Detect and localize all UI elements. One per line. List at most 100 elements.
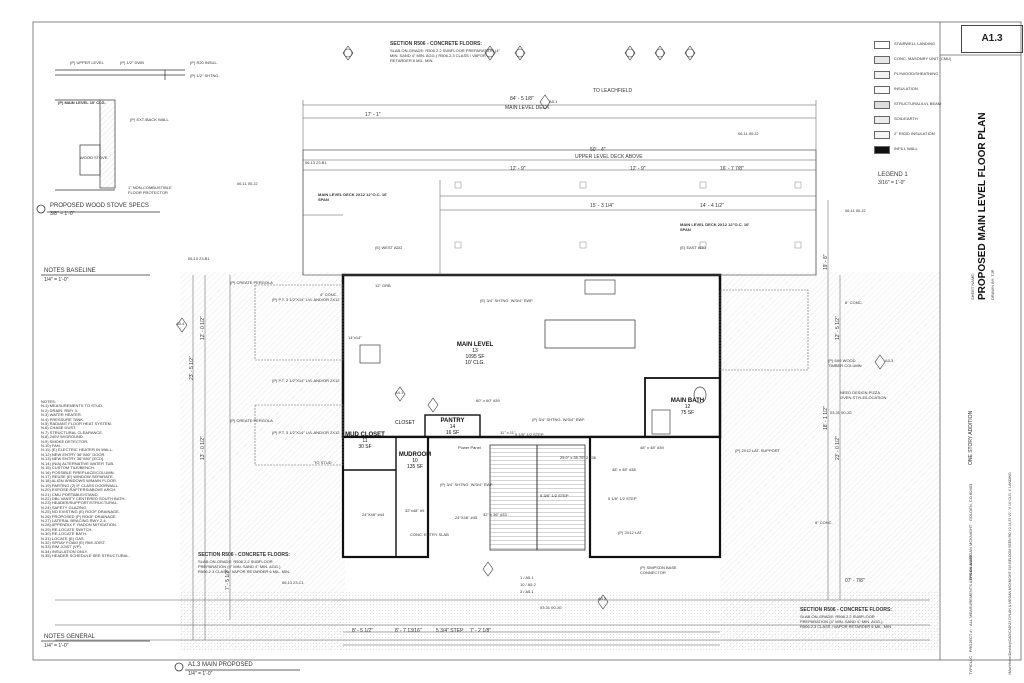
dimension-lines <box>55 100 930 646</box>
pergola-north <box>254 284 344 361</box>
elev-g: 06.13 23.B1 <box>188 256 210 261</box>
dim-top-e: 16' - 7 7/8" <box>720 166 744 172</box>
note-item: N.34) INSULATION ONLY. <box>41 548 88 554</box>
label-to-leachfield: TO LEACHFIELD <box>593 88 633 94</box>
win-e: 25.0" x 35.75" 2 #36 <box>560 455 596 460</box>
dim-top-c: 15' - 3 1/4" <box>590 203 614 209</box>
label-upper-deck: UPPER LEVEL DECK ABOVE <box>575 154 643 160</box>
stove-label-wood: WOOD STOVE <box>80 155 108 160</box>
note-item: N.28) APPENDIX F. RADON MITIGATION. <box>41 522 117 528</box>
stove-scale: 3/8" = 1'-0" <box>50 211 75 217</box>
dim-right-d: 07' - 7/8" <box>845 578 865 584</box>
label-section-ref-a: 10 / A5.2 <box>520 582 536 587</box>
label-deck-span-right: MAIN LEVEL DECK 2X12 12"O.C. 16' SPAN <box>680 222 750 232</box>
kitchen-island <box>544 319 636 349</box>
general-scale: 1/4" = 1'-0" <box>44 643 69 649</box>
elev-f: 06.13 23.C1 <box>282 580 304 585</box>
wood-stove-plan <box>359 344 381 364</box>
label-shtng-1: (E) 3/4" SHTNG. W/3/4" EWF. <box>480 298 534 303</box>
ref-a34: A3.4 <box>176 321 185 326</box>
main-plan-title: A1.3 MAIN PROPOSED <box>188 662 253 668</box>
dim-bottom-c: 8' - 5 1/2" <box>352 628 374 634</box>
note-item: N.26) PROPOSED (P) ROOF DRAINAGE. <box>41 513 117 519</box>
general-title: NOTES GENERAL <box>44 634 96 640</box>
note-item: N.9) SMOKE DETECTOR. <box>41 438 89 444</box>
legend-item: PLYWOOD/SHEATHING <box>874 70 938 79</box>
note-item: NOTES: <box>41 399 56 404</box>
main-plan-scale: 1/4" = 1'-0" <box>188 671 213 677</box>
note-item: N.14) (N/A) ALTERNATIVE WATER TUB. <box>41 460 115 466</box>
section-note-right-body: SLAB-ON-GRADE: R506.2.2 SUBFLOOR PREPARA… <box>800 614 893 629</box>
stove-label-ext: (P) EXT./BACK WALL <box>130 117 169 122</box>
ref-a51: A5.1 <box>549 99 558 104</box>
note-item: N.32) SPRAY FOAM (E) RIM JOIST. <box>41 540 106 545</box>
note-item: N.17) REUSE (E) WINDOW SEPARATE. <box>41 473 114 479</box>
deck-posts <box>454 181 802 249</box>
legend-item: INFILL WALL <box>874 145 938 154</box>
note-item: N.18) ALIGN WINDOWS W/MAIN FLOOR. <box>41 478 118 484</box>
win-k: 5 3/8" 1/2 STEP <box>540 493 569 498</box>
note-item: N.8) 240V W/GROUND. <box>41 434 84 440</box>
note-item: N.3) WATER HEATER. <box>41 412 82 418</box>
dim-top-d: 14' - 4 1/2" <box>700 203 724 209</box>
label-step-b: 5 1/8" 1/2 STEP <box>608 496 637 501</box>
note-item: N.2) DRAIN. RWY 3. <box>41 407 78 413</box>
note-item: N.13) NEW ENTRY 36"X80" [ECD]. <box>41 456 105 462</box>
project-type: ONE STORY ADDITION <box>968 410 974 465</box>
stove-title: PROPOSED WOOD STOVE SPECS <box>50 203 149 209</box>
room-closet: CLOSET <box>394 420 415 426</box>
legend-item: 2" RIGID INSULATION <box>874 130 938 139</box>
dim-left-a: 23' - 5 1/2" <box>189 356 195 380</box>
dim-bottom-b: 5 3/4" STEP <box>436 628 464 634</box>
label-power-panel: Power Panel <box>458 445 481 450</box>
notes-list: NOTES: N.1) MEASUREMENTS TO STUD. N.2) D… <box>41 399 130 559</box>
note-item: N.25) NO EXISTING (E) ROOF DRAINAGE. <box>41 509 120 515</box>
dim-right-c: 23' - 0 1/2" <box>835 436 841 460</box>
elev-b: 06.13 23.B1 <box>305 160 327 165</box>
note-item: N.19) PARTING (2) IF CLASS DOORWALL. <box>41 482 120 488</box>
ref-a41: A4.1 <box>395 390 404 395</box>
label-lat-2: (P) 2X12 LAT. <box>618 530 643 535</box>
label-conc-3: 8" CONC. <box>815 520 833 525</box>
legend-item: STRUCTURAL/LVL BEAM <box>874 100 941 109</box>
note-item: N.22) DBL VANITY CENTERED SOUTH BATH. <box>41 495 126 501</box>
note-item: N.16) POSSIBLE FIREPLACE/COLUMN. <box>41 469 115 475</box>
note-item: N.21) CMU PORTABLE/STAND. <box>41 491 99 497</box>
win-j: 11" x 11" <box>500 430 516 435</box>
section-note-left-body: SLAB-ON-GRADE: R506.2.2 SUBFLOOR PREPARA… <box>198 559 291 574</box>
note-item: N.7) STRUCTURAL CLEARANCE. <box>41 429 104 435</box>
note-item: N.27) LATERAL BRACING RWY 2.4. <box>41 517 107 523</box>
dim-left-c: 13' - 0 1/2" <box>200 436 206 460</box>
label-pergola-north: (P) CREATE PERGOLA <box>230 280 273 285</box>
label-lvl-beam-1: (P) P.T. 3 1/2"X14" LVL AND/OR 2X12 <box>272 297 340 302</box>
win-i: 14"x14" <box>348 335 362 340</box>
stove-label-dwb: (P) 1/2" DWB <box>120 60 144 65</box>
section-note-right-title: SECTION R506 - CONCRETE FLOORS: <box>800 607 892 613</box>
ref-a33: A3.3 <box>885 358 894 363</box>
section-markers <box>176 45 886 610</box>
drawn-by: DRAWN BY: TJP <box>990 269 995 300</box>
note-item: N.20) EXPOSE RAFTERS/ABOVE ARCH. <box>41 487 117 493</box>
note-item: N.35) HEADER SCHEDULE SEE STRUCTURAL. <box>41 553 130 559</box>
file-path: \\Mac\Home\Desktop\CAD\CAD\23 DYLAN & ME… <box>1008 472 1012 675</box>
win-d: 48" x 48" #38 <box>612 467 636 472</box>
legend-item: INSULATION <box>874 85 938 94</box>
note-item: N.11) (E) ELECTRIC HEATER IN WALL. <box>41 447 113 453</box>
sheet-name-label: SHEET NAME: <box>970 272 975 300</box>
detail-title-bars <box>36 204 300 672</box>
pergola-south <box>254 404 344 466</box>
label-east-add: (E) EAST ADD <box>680 245 707 250</box>
win-f: 32" x 36" #33 <box>483 512 507 517</box>
note-item: N.5) RADIANT FLOOR HEAT SYSTEM. <box>41 421 113 427</box>
pergola-east <box>719 289 809 371</box>
note-item: N.1) MEASUREMENTS TO STUD. <box>41 403 104 409</box>
stove-label-r20: (P) R20 INSUL. <box>190 60 218 65</box>
label-lvl-beam-2: (P) P.T. 2 1/2"X14" LVL AND/OR 2X12 <box>272 378 340 383</box>
dim-top-overall: 50' - 4" <box>590 147 606 153</box>
sheet-title: PROPOSED MAIN LEVEL FLOOR PLAN <box>977 112 988 300</box>
note-item: N.29) RE-LOCATE SWITCH. <box>41 526 93 532</box>
dim-top-deck: 17' - 1" <box>365 112 381 118</box>
section-note-left-title: SECTION R506 - CONCRETE FLOORS: <box>198 552 290 558</box>
